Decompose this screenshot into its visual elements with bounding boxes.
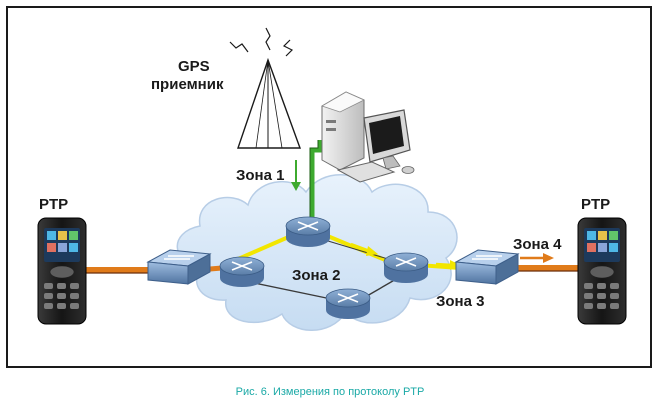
gps-label-line1: GPS xyxy=(178,58,210,75)
switch-right-icon xyxy=(454,249,520,285)
switch-left-icon xyxy=(146,249,212,285)
router-1-icon xyxy=(219,256,265,287)
ptp-tester-left-icon xyxy=(37,217,87,325)
gps-antenna-icon xyxy=(229,27,301,149)
router-2-icon xyxy=(285,216,331,247)
network-cloud xyxy=(176,174,458,331)
zone1-label: Зона 1 xyxy=(236,167,284,184)
ptp-tester-right-icon xyxy=(577,217,627,325)
router-3-icon xyxy=(383,252,429,283)
zone3-label: Зона 3 xyxy=(436,293,484,310)
zone4-label: Зона 4 xyxy=(513,236,562,253)
computer-icon xyxy=(321,91,415,183)
gps-label-line2: приемник xyxy=(151,76,224,93)
zone2-label: Зона 2 xyxy=(292,267,340,284)
router-4-icon xyxy=(325,288,371,319)
device-left-label: PTP xyxy=(39,196,68,213)
figure-caption: Рис. 6. Измерения по протоколу PTP xyxy=(235,386,425,398)
ptp-arrows xyxy=(291,160,554,270)
device-right-label: PTP xyxy=(581,196,610,213)
